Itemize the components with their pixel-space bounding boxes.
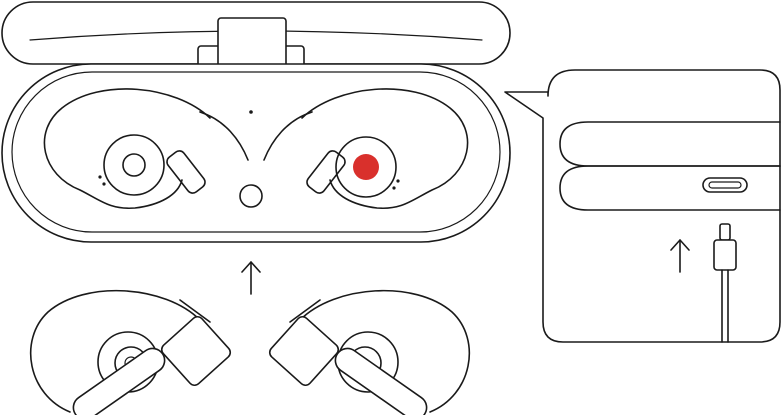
loose-right-hook (299, 289, 471, 413)
arrow-head (241, 261, 261, 273)
left-hook-neck (199, 111, 249, 161)
case-indicator-dot (249, 110, 253, 114)
case-button (239, 184, 263, 208)
right-bud-mic-dot-1 (396, 179, 400, 183)
case-left-earbud (43, 88, 249, 210)
left-hook (43, 88, 211, 210)
right-bud-mic-dot-2 (392, 186, 396, 190)
case-right-earbud (263, 88, 469, 210)
left-bud-body (103, 134, 165, 196)
loose-right-bar (334, 347, 428, 415)
loose-left-stem (160, 315, 232, 387)
left-bud-mic-dot-2 (102, 182, 106, 186)
loose-left-hook-top (179, 299, 211, 323)
cable-plug-body (713, 239, 737, 271)
case-base (1, 63, 511, 243)
loose-right-earbud (268, 289, 471, 415)
right-hook (301, 88, 469, 210)
closeup-base (559, 165, 781, 211)
charging-callout (504, 69, 781, 343)
usb-c-port-icon (702, 177, 748, 193)
closeup-lid (559, 121, 781, 167)
callout-arrow-up-icon (670, 239, 690, 273)
left-bud-mic-dot-1 (98, 175, 102, 179)
callout-case-closeup (559, 121, 781, 211)
callout-frame (504, 69, 781, 343)
left-bud-sensor (122, 153, 146, 177)
callout-arrow-head (670, 239, 690, 251)
right-bud-slot (306, 150, 346, 194)
loose-left-bar (72, 347, 166, 415)
charging-case (1, 1, 511, 243)
loose-right-stem (268, 315, 340, 387)
loose-left-earbud (29, 289, 232, 415)
base-inner-rim (11, 71, 501, 233)
usb-c-port-outer (702, 177, 748, 193)
right-bud-sensor (353, 154, 379, 180)
arrow-up-icon (241, 261, 261, 295)
usb-c-port-inner (708, 181, 742, 189)
loose-right-hook-top (289, 299, 321, 323)
base-outer (1, 63, 511, 243)
right-bud-body (335, 136, 397, 198)
loose-left-hook (29, 289, 201, 413)
right-hook-neck (263, 111, 313, 161)
left-bud-slot (166, 150, 206, 194)
usb-c-cable-icon (713, 223, 737, 343)
